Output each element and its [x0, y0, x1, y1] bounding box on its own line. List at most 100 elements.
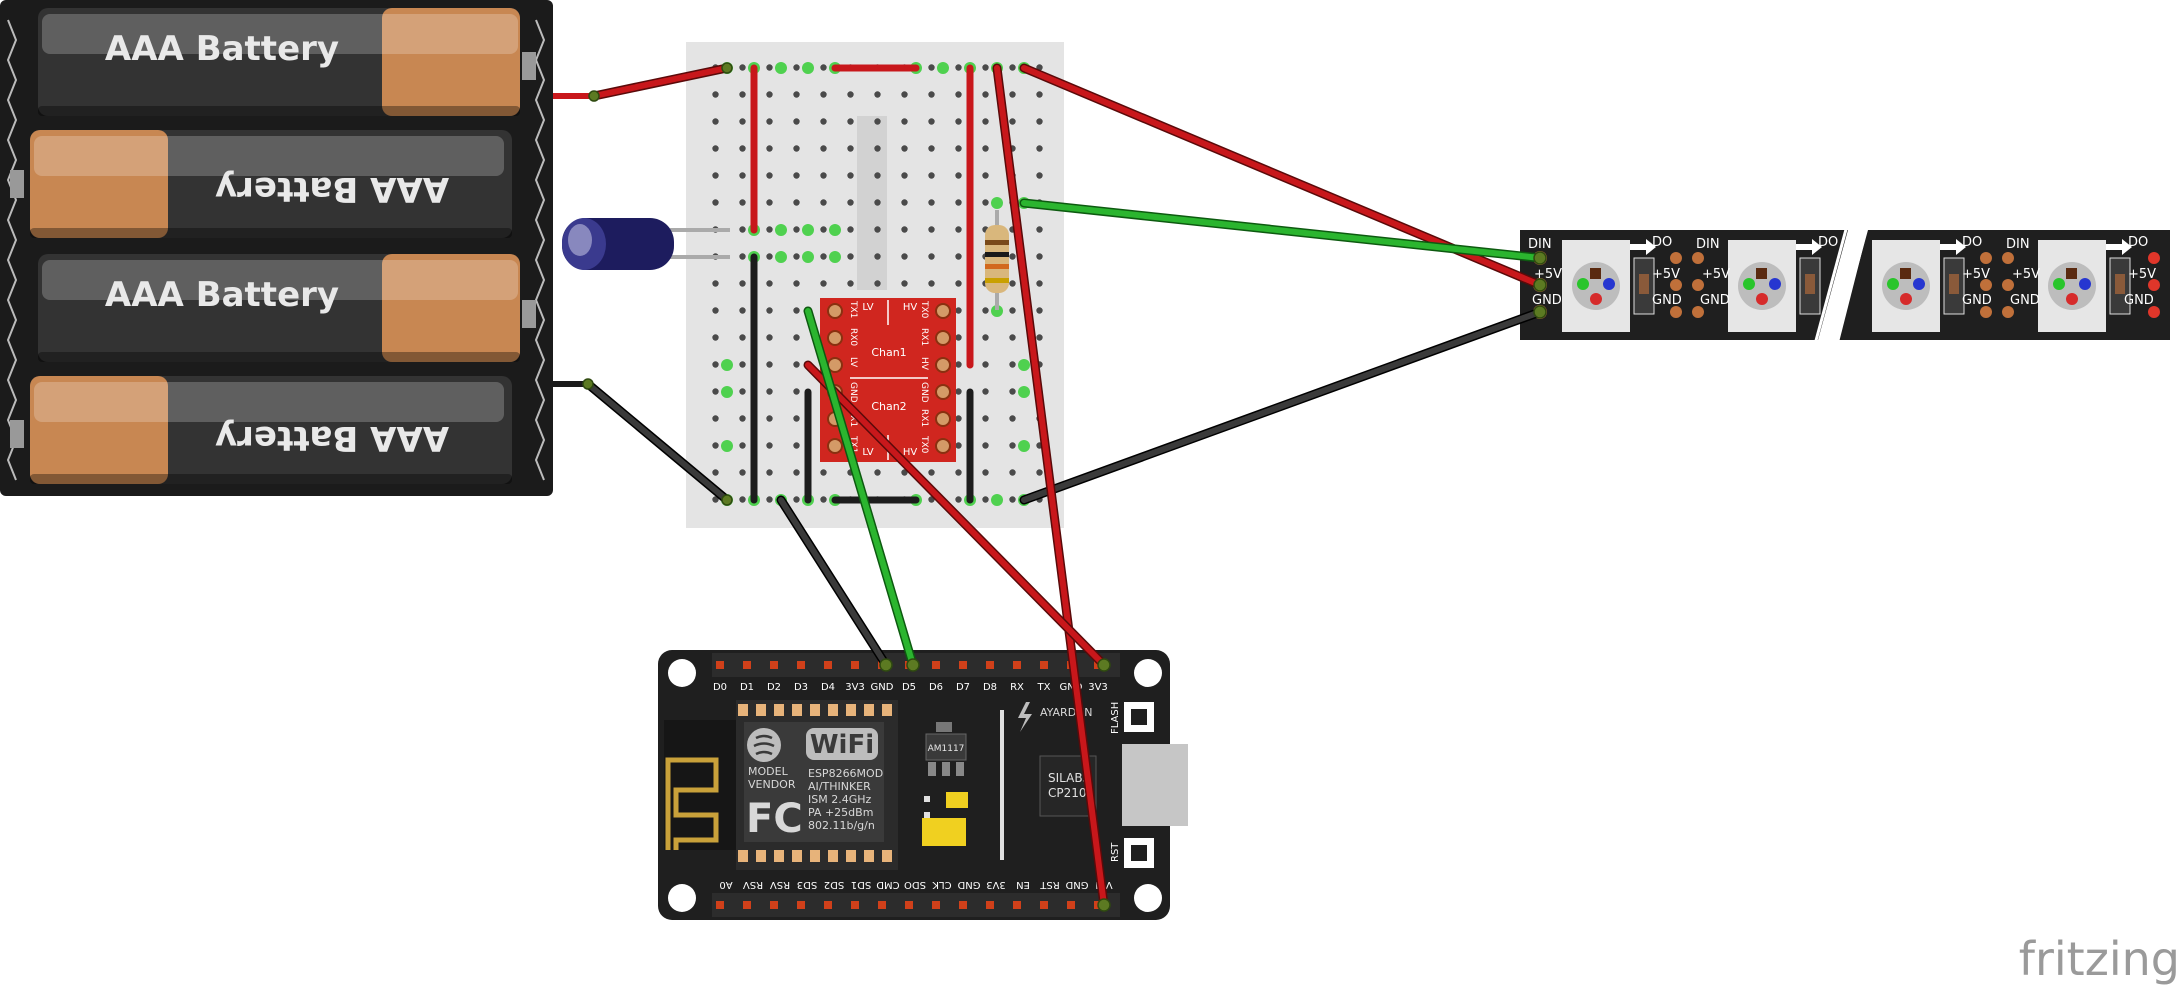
strip-do-4: DO — [2128, 235, 2148, 250]
strip-do-1: DO — [1652, 235, 1672, 250]
pin-top-3: D2 — [767, 682, 781, 693]
usb-port — [1122, 744, 1188, 826]
pcb-antenna — [664, 720, 736, 850]
pin-bot-2: RSV — [743, 879, 763, 890]
strip-gnd-3: GND — [1700, 293, 1730, 308]
nodemcu-top-pin-pad — [986, 661, 994, 669]
shifter-top-hv: HV — [903, 302, 918, 313]
module-line-1: ESP8266MOD — [808, 767, 883, 780]
pin-top-15: 3V3 — [1088, 682, 1108, 693]
usb-chip-line-1: SILABS — [1048, 771, 1090, 785]
resistor — [985, 210, 1009, 310]
battery-cell-1: AAA Battery — [38, 8, 520, 116]
nodemcu-bottom-pin-pad — [797, 901, 805, 909]
esp8266-module: WiFi MODEL VENDOR FC ESP8266MOD AI/THINK… — [736, 700, 898, 870]
shifter-pin-l1: TX1 — [848, 300, 858, 318]
shifter-pin-r4: GND — [919, 382, 929, 403]
shifter-pin-r5: RX1 — [919, 409, 929, 427]
pin-top-13: TX — [1037, 682, 1051, 693]
strip-5v-6: +5V — [2128, 267, 2156, 282]
pin-top-10: D7 — [956, 682, 970, 693]
pin-bot-6: SD1 — [851, 879, 871, 890]
led-unit-1 — [1562, 240, 1655, 332]
strip-gnd-6: GND — [2124, 293, 2154, 308]
shifter-pin-l6: TX1 — [848, 435, 858, 453]
pin-bot-5: SD2 — [824, 879, 844, 890]
nodemcu-top-pin-pad — [1013, 661, 1021, 669]
nodemcu-bottom-pin-pad — [905, 901, 913, 909]
battery-pack: AAA Battery AAA Battery AAA Battery AAA … — [0, 0, 594, 496]
nodemcu-bottom-pin-pad — [959, 901, 967, 909]
strip-5v-3: +5V — [1702, 267, 1730, 282]
battery-cell-2: AAA Battery — [30, 130, 512, 238]
pin-top-5: D4 — [821, 682, 835, 693]
pin-top-6: 3V3 — [845, 682, 865, 693]
wires — [583, 63, 1545, 910]
shifter-bottom-hv: HV — [903, 447, 918, 458]
tantalum-capacitor — [922, 818, 966, 846]
pin-bot-9: CLK — [932, 879, 952, 890]
pin-top-14: GND — [1060, 682, 1083, 693]
nodemcu-top-pin-pad — [797, 661, 805, 669]
strip-5v-5: +5V — [2012, 267, 2040, 282]
battery-label-1: AAA Battery — [105, 29, 339, 69]
battery-label-2: AAA Battery — [215, 169, 449, 209]
nodemcu-top-pin-pad — [824, 661, 832, 669]
fc-logo: FC — [746, 796, 803, 842]
nodemcu-bottom-pin-pad — [932, 901, 940, 909]
nodemcu-board: D0 D1 D2 D3 D4 3V3 GND D5 D6 D7 D8 RX TX… — [658, 650, 1188, 920]
led-unit-3 — [1872, 240, 1965, 332]
shifter-chan2: Chan2 — [871, 400, 906, 413]
pin-top-12: RX — [1010, 682, 1024, 693]
led-strip: DIN +5V GND DO DIN +5V +5V GND GND DO DO… — [1520, 221, 2170, 349]
nodemcu-bottom-pin-pad — [716, 901, 724, 909]
led-unit-2 — [1728, 240, 1821, 332]
rst-label: RST — [1110, 842, 1121, 862]
module-line-2: AI/THINKER — [808, 780, 871, 793]
usb-chip-line-2: CP210 — [1048, 786, 1087, 800]
pin-bot-11: 3V3 — [986, 879, 1006, 890]
shifter-pin-l5: RX1 — [848, 409, 858, 427]
module-line-3: ISM 2.4GHz — [808, 793, 872, 806]
strip-5v-1: +5V — [1534, 267, 1562, 282]
vendor-label: VENDOR — [748, 778, 796, 791]
shifter-pin-r6: TX0 — [919, 435, 929, 454]
pin-top-1: D0 — [713, 682, 727, 693]
model-label: MODEL — [748, 765, 789, 778]
smd-capacitor-small — [946, 792, 968, 808]
strip-do-3: DO — [1962, 235, 1982, 250]
wifi-logo: WiFi — [810, 730, 874, 760]
pin-bot-12: EN — [1016, 879, 1030, 890]
regulator-label: AM1117 — [928, 744, 965, 754]
pin-bot-7: CMD — [876, 879, 900, 890]
nodemcu-bottom-pin-pad — [1040, 901, 1048, 909]
shifter-chan1: Chan1 — [871, 346, 906, 359]
nodemcu-bottom-pin-pad — [851, 901, 859, 909]
nodemcu-bottom-pin-pad — [1067, 901, 1075, 909]
strip-5v-2: +5V — [1652, 267, 1680, 282]
shifter-pin-r3: HV — [919, 357, 929, 371]
voltage-regulator: AM1117 — [925, 722, 967, 776]
shifter-pin-r1: TX0 — [919, 300, 929, 319]
strip-gnd-2: GND — [1652, 293, 1682, 308]
shifter-top-lv: LV — [862, 302, 873, 313]
pin-bot-4: SD3 — [797, 879, 817, 890]
nodemcu-bottom-pin-pad — [986, 901, 994, 909]
pin-bot-14: GND — [1065, 879, 1088, 890]
brand-label: AYARDUN — [1040, 706, 1092, 719]
nodemcu-top-pin-pad — [743, 661, 751, 669]
pin-bot-10: GND — [957, 879, 980, 890]
strip-do-2: DO — [1818, 235, 1838, 250]
pin-top-4: D3 — [794, 682, 808, 693]
strip-din-3: DIN — [2006, 237, 2030, 252]
pin-bot-3: RSV — [770, 879, 790, 890]
shifter-pin-l3: LV — [848, 357, 858, 368]
pin-bot-13: RST — [1039, 879, 1059, 890]
flash-label: FLASH — [1110, 702, 1121, 734]
electrolytic-capacitor — [562, 218, 730, 270]
shifter-pin-r2: RX1 — [919, 328, 929, 346]
nodemcu-bottom-pin-pad — [824, 901, 832, 909]
strip-din-1: DIN — [1528, 237, 1552, 252]
shifter-bottom-lv: LV — [862, 447, 873, 458]
nodemcu-bottom-pin-pad — [770, 901, 778, 909]
